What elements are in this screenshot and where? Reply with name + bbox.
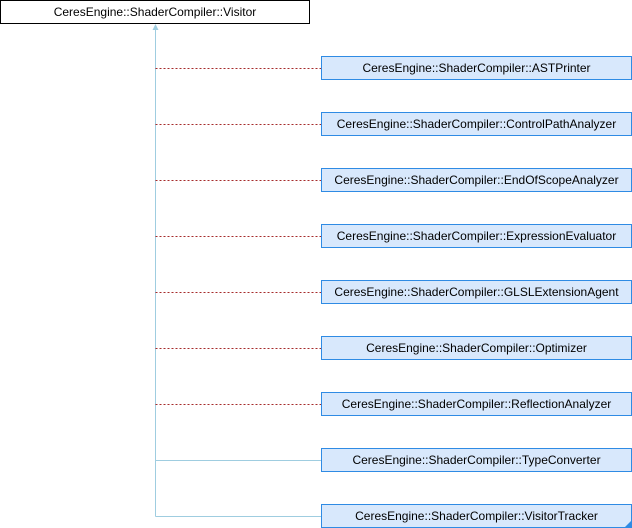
base-class-visitor[interactable]: CeresEngine::ShaderCompiler::Visitor [0, 0, 310, 24]
corner-fold-icon [625, 521, 631, 527]
derived-class-label: CeresEngine::ShaderCompiler::EndOfScopeA… [334, 173, 619, 187]
derived-class-label: CeresEngine::ShaderCompiler::GLSLExtensi… [334, 285, 619, 299]
derived-class-node[interactable]: CeresEngine::ShaderCompiler::VisitorTrac… [321, 504, 632, 528]
derived-class-node[interactable]: CeresEngine::ShaderCompiler::ControlPath… [321, 112, 632, 136]
derived-class-label: CeresEngine::ShaderCompiler::TypeConvert… [352, 453, 601, 467]
derived-class-node[interactable]: CeresEngine::ShaderCompiler::EndOfScopeA… [321, 168, 632, 192]
derived-class-node[interactable]: CeresEngine::ShaderCompiler::ASTPrinter [321, 56, 632, 80]
derived-class-node[interactable]: CeresEngine::ShaderCompiler::ReflectionA… [321, 392, 632, 416]
derived-class-node[interactable]: CeresEngine::ShaderCompiler::ExpressionE… [321, 224, 632, 248]
derived-class-label: CeresEngine::ShaderCompiler::ASTPrinter [362, 61, 591, 75]
derived-class-label: CeresEngine::ShaderCompiler::VisitorTrac… [355, 509, 598, 523]
derived-class-label: CeresEngine::ShaderCompiler::ReflectionA… [341, 397, 612, 411]
derived-class-node[interactable]: CeresEngine::ShaderCompiler::GLSLExtensi… [321, 280, 632, 304]
derived-class-node[interactable]: CeresEngine::ShaderCompiler::Optimizer [321, 336, 632, 360]
derived-class-label: CeresEngine::ShaderCompiler::Optimizer [366, 341, 587, 355]
derived-class-node[interactable]: CeresEngine::ShaderCompiler::TypeConvert… [321, 448, 632, 472]
derived-class-label: CeresEngine::ShaderCompiler::ExpressionE… [336, 229, 617, 243]
base-class-label: CeresEngine::ShaderCompiler::Visitor [53, 5, 257, 19]
inheritance-arrowhead-icon [152, 24, 159, 30]
derived-class-label: CeresEngine::ShaderCompiler::ControlPath… [336, 117, 617, 131]
